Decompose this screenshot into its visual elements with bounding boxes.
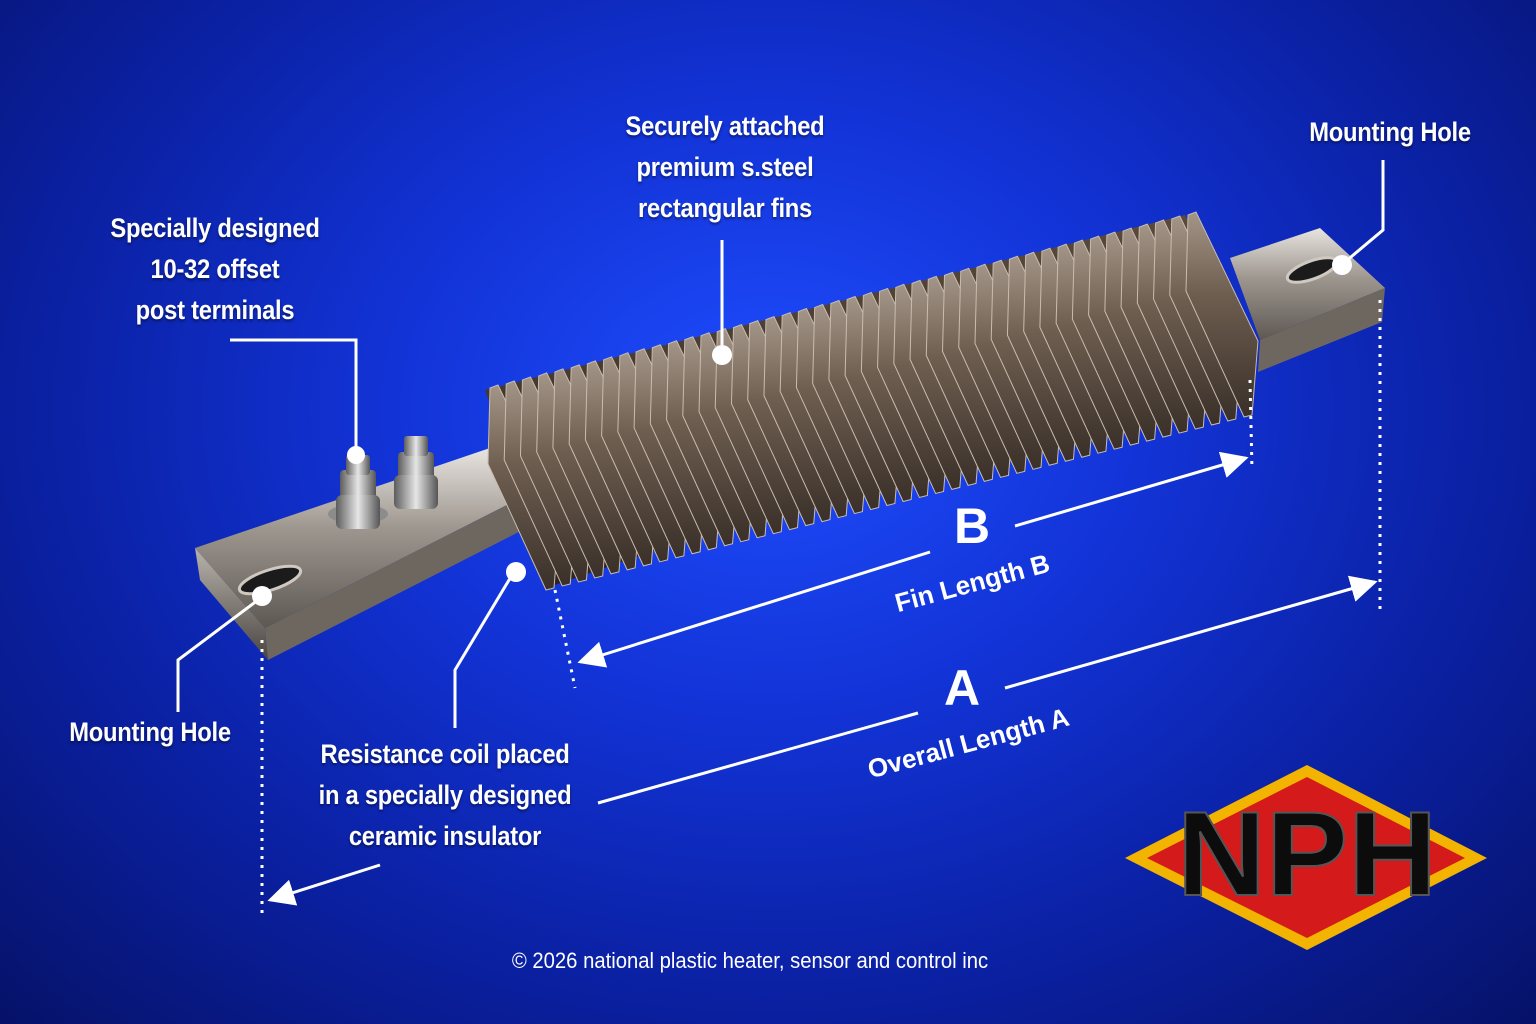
leader-lines xyxy=(176,160,1385,805)
callout-mounting-hole-right: Mounting Hole xyxy=(1284,112,1495,153)
left-sheath-front xyxy=(265,478,562,660)
logo-diamond-fill xyxy=(1147,777,1465,938)
callout-mounting-hole-left-text: Mounting Hole xyxy=(69,717,231,747)
arrow-a-right xyxy=(1004,575,1378,690)
callout-fins-line-3: rectangular fins xyxy=(637,193,813,223)
callout-coil: Resistance coil placed in a specially de… xyxy=(300,734,590,857)
arrow-b-right xyxy=(1014,451,1249,528)
arrow-b-left xyxy=(577,550,931,668)
callout-terminals-line-2: 10-32 offset xyxy=(150,254,280,284)
ext-b-left xyxy=(553,589,577,689)
dim-b-letter: B xyxy=(954,498,990,554)
callout-fins-line-1: Securely attached xyxy=(625,111,825,141)
fin xyxy=(1185,211,1259,418)
copyright-notice: © 2026 national plastic heater, sensor a… xyxy=(511,948,989,973)
post-terminals xyxy=(328,436,438,529)
terminal-post-1 xyxy=(328,455,388,529)
callout-terminals: Specially designed 10-32 offset post ter… xyxy=(79,208,352,331)
heater-element xyxy=(195,211,1385,660)
callout-fins-line-2: premium s.steel xyxy=(636,152,814,182)
dot-coil xyxy=(506,562,526,582)
leader-mount-right xyxy=(1344,160,1385,264)
callout-mounting-hole-right-text: Mounting Hole xyxy=(1309,117,1471,147)
left-sheath-side xyxy=(195,548,268,660)
callout-fins: Securely attached premium s.steel rectan… xyxy=(580,106,870,229)
fin-stack xyxy=(487,211,1259,591)
callout-terminals-line-1: Specially designed xyxy=(110,213,320,243)
left-mounting-slot xyxy=(237,564,303,596)
leader-coil-to-a xyxy=(597,711,919,805)
callout-coil-line-3: ceramic insulator xyxy=(348,821,542,851)
callout-coil-line-1: Resistance coil placed xyxy=(320,739,570,769)
right-sheath-front xyxy=(1258,288,1385,372)
leader-coil xyxy=(453,574,514,728)
callout-coil-line-2: in a specially designed xyxy=(318,780,572,810)
dot-fins xyxy=(712,345,732,365)
extension-lines xyxy=(260,300,1382,918)
nph-logo: NPH xyxy=(1125,765,1487,950)
ext-b-right xyxy=(1248,379,1254,471)
dimension-arrows xyxy=(267,451,1378,906)
arrow-a-bottom xyxy=(267,863,381,906)
terminal-post-2 xyxy=(394,436,438,509)
callout-dots xyxy=(252,255,1352,606)
dot-mount-left xyxy=(252,586,272,606)
dim-a-letter: A xyxy=(944,660,980,716)
logo-text: NPH xyxy=(1177,787,1437,921)
callout-terminals-line-3: post terminals xyxy=(135,295,295,325)
leader-terminals xyxy=(230,338,358,450)
dot-mount-right xyxy=(1332,255,1352,275)
leader-mount-left xyxy=(176,598,259,712)
dot-terminals xyxy=(347,446,365,464)
dim-b-caption: Fin Length B xyxy=(892,548,1053,618)
callout-mounting-hole-left: Mounting Hole xyxy=(53,712,247,753)
